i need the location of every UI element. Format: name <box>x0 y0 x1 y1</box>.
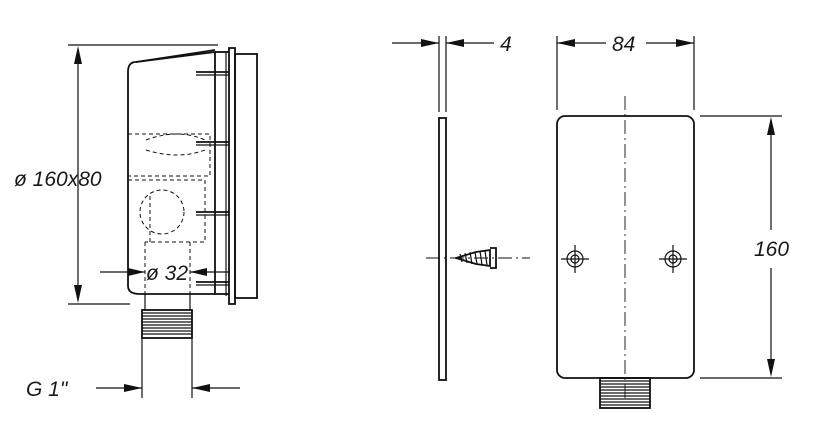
plate-view <box>426 117 530 381</box>
side-view <box>127 47 258 398</box>
cover-plate <box>438 117 447 381</box>
label-body-size: ø 160x80 <box>14 168 102 191</box>
dimension-cover-width <box>556 36 695 110</box>
label-cover-height: 160 <box>754 238 789 261</box>
dimension-cover-height <box>700 115 782 379</box>
screw <box>426 247 530 269</box>
label-thread: G 1" <box>26 378 69 401</box>
box-body-outline <box>127 50 216 295</box>
ribs <box>196 71 229 286</box>
dimension-body-height <box>68 44 218 305</box>
box-top-edge <box>135 49 216 63</box>
front-view <box>556 96 695 409</box>
mounting-hole-left <box>561 245 589 273</box>
thread-connector-side <box>141 309 193 339</box>
label-plate-thickness: 4 <box>500 33 512 56</box>
label-pipe-diameter: ø 32 <box>146 262 188 285</box>
thread-connector-front <box>599 377 651 409</box>
mounting-hole-right <box>659 245 687 273</box>
dimension-thread <box>96 384 240 392</box>
dimension-pipe <box>100 268 230 276</box>
dimension-plate-thickness <box>392 36 494 112</box>
hidden-fittings <box>128 133 211 296</box>
box-lid <box>234 53 258 299</box>
label-cover-width: 84 <box>612 33 635 56</box>
